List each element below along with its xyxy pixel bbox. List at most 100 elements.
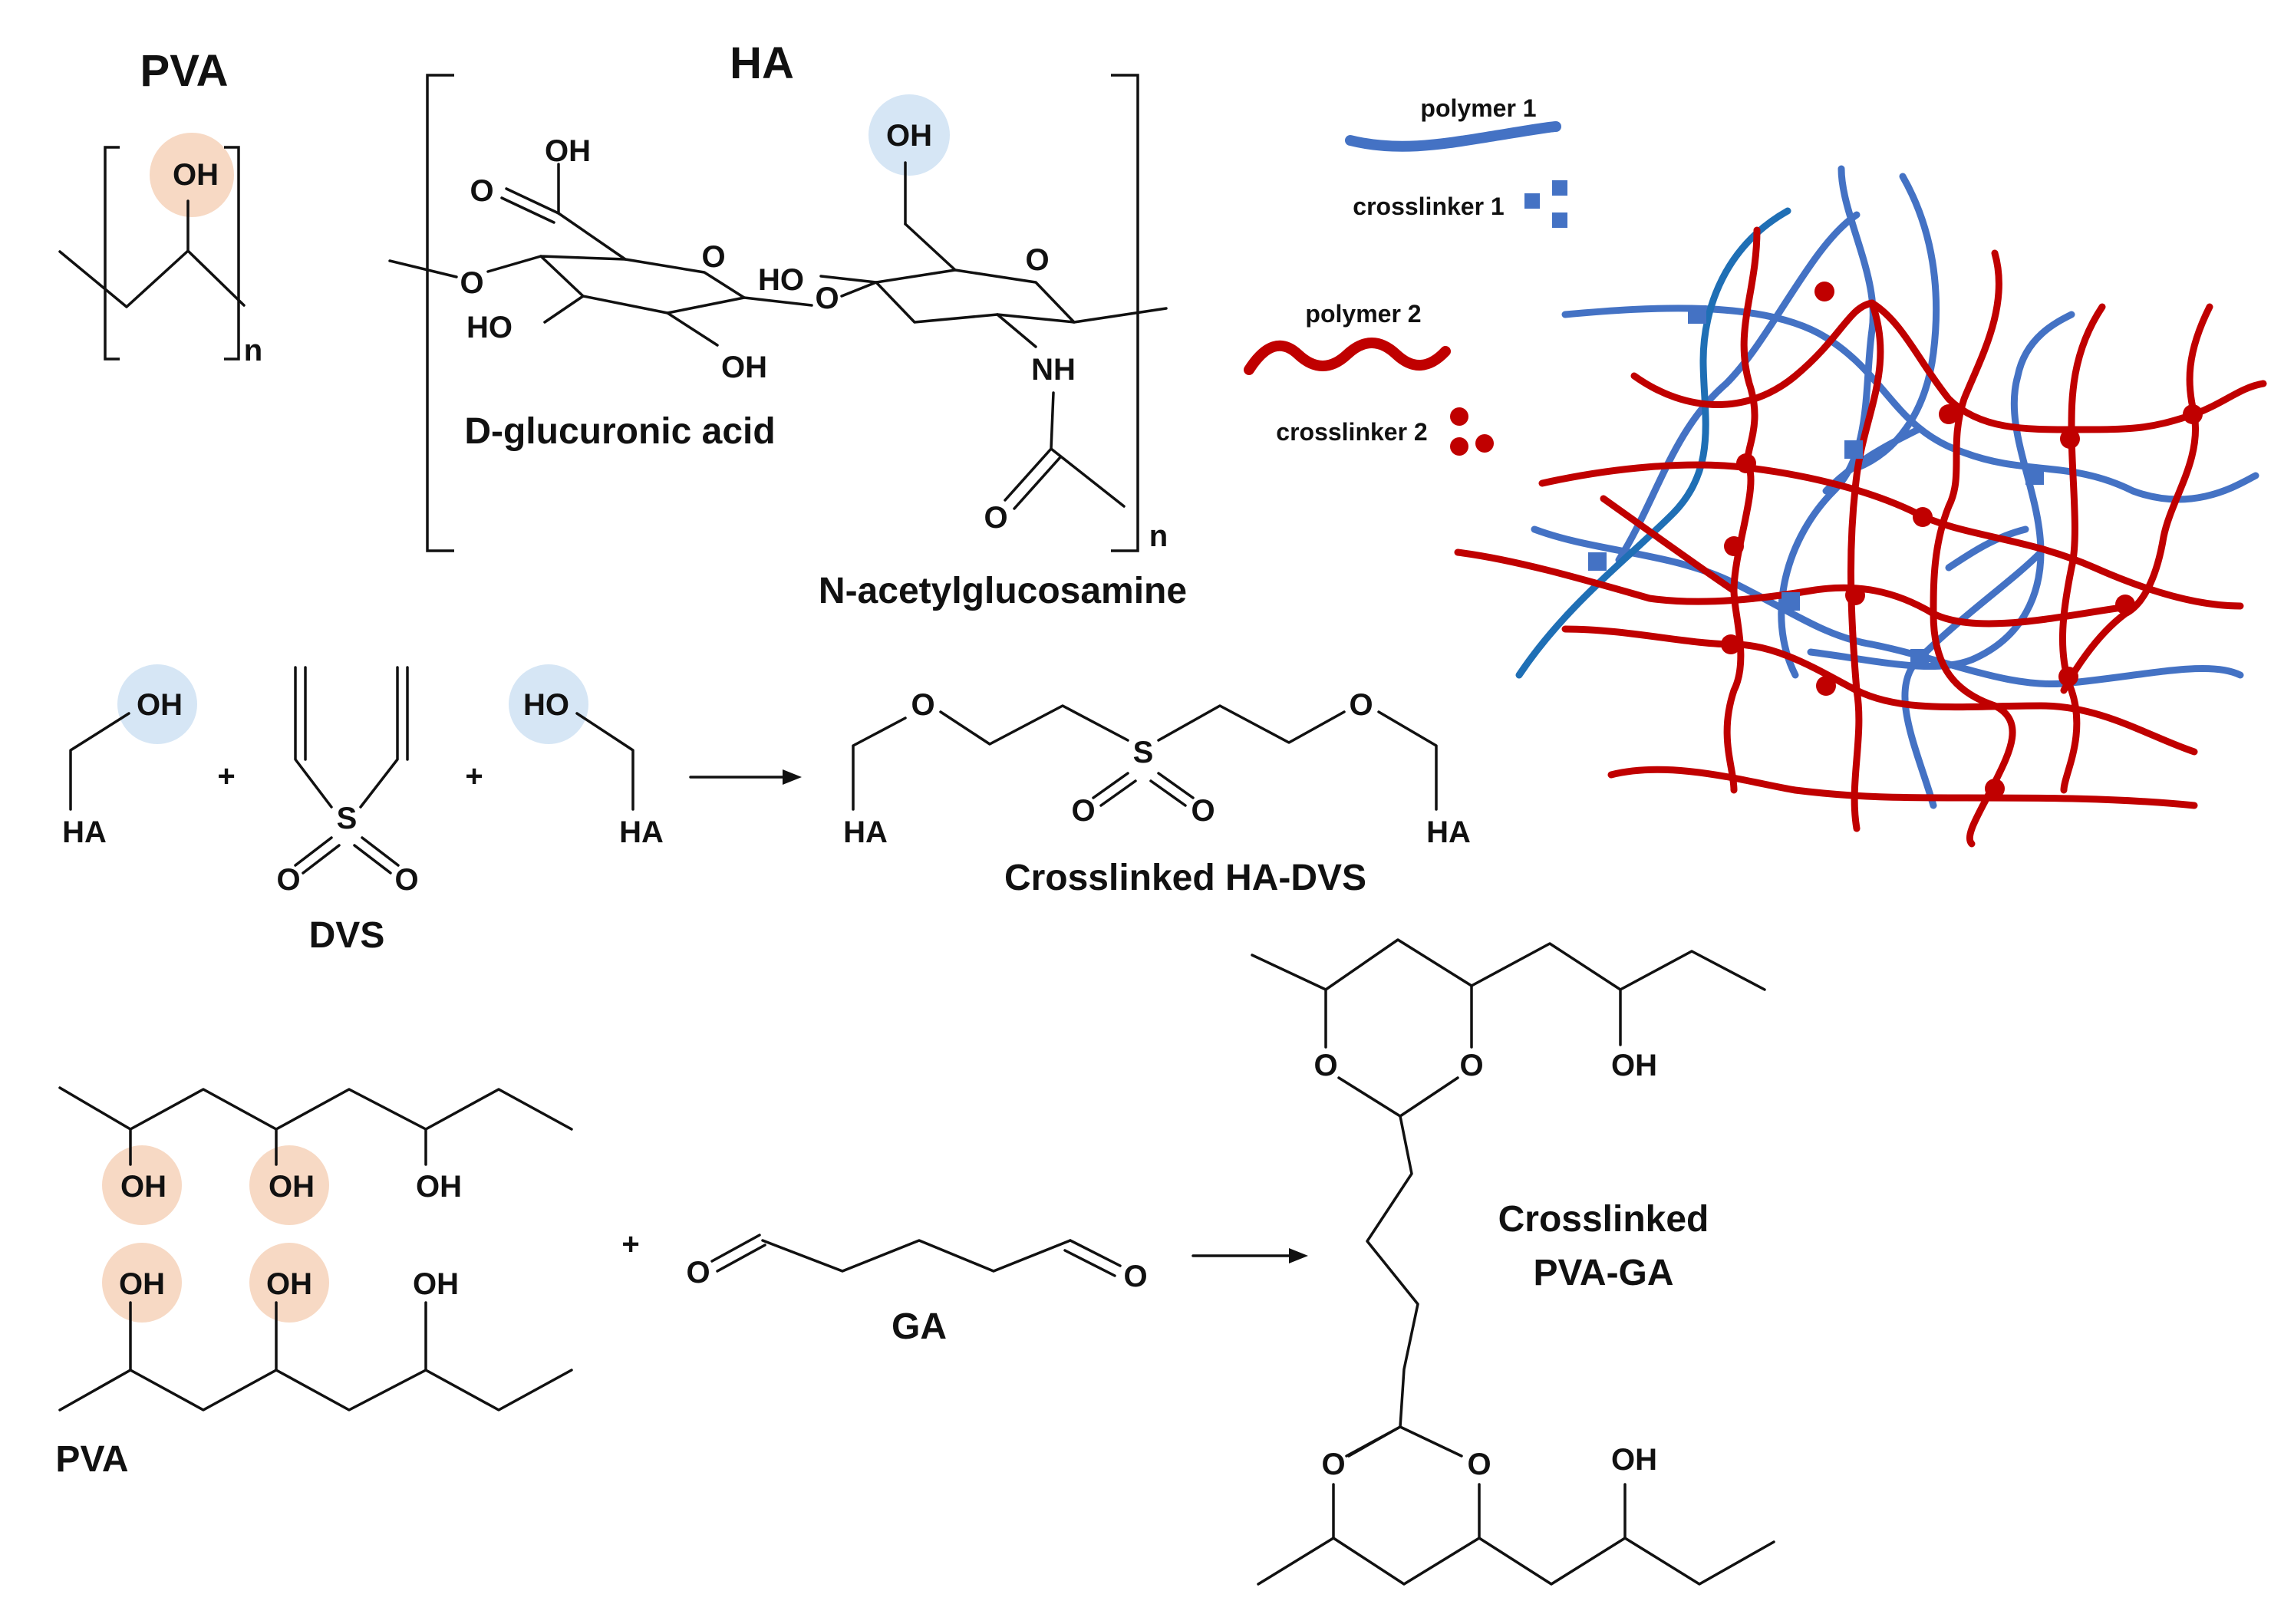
dvs-oxygen-right: O bbox=[394, 863, 418, 897]
acetyl-o: O bbox=[984, 501, 1007, 535]
acetyl-n-c-bond bbox=[1050, 391, 1055, 450]
reaction-1-plus-1: + bbox=[217, 759, 235, 793]
pva-chain-1-oh: OH bbox=[120, 1170, 166, 1204]
network-blue-strand bbox=[1778, 165, 1877, 679]
network-crosslinker-1 bbox=[1688, 305, 1706, 324]
glucuronic-acid-oh: OH bbox=[545, 134, 591, 168]
ha-reactant-2-oh-highlight bbox=[509, 664, 588, 744]
network-crosslinker-2 bbox=[1814, 282, 1834, 301]
pva-chain-2-oh: OH bbox=[413, 1267, 459, 1301]
pva-ga-product-top-chain bbox=[1251, 938, 1766, 991]
pva-chain-2-backbone bbox=[58, 1369, 573, 1412]
glucuronic-c3-oh-bond bbox=[543, 295, 585, 324]
reaction-2-arrow bbox=[1191, 1248, 1308, 1263]
crosslinker-1-square-b bbox=[1552, 180, 1567, 196]
network-blue-strand bbox=[1615, 211, 1861, 564]
pva-ga-product-bottom-acetal-right bbox=[1399, 1425, 1463, 1458]
pva-ga-product-bottom-o-right: O bbox=[1467, 1448, 1491, 1481]
network-red-strand bbox=[1723, 226, 1761, 794]
ha-left-bracket bbox=[426, 74, 454, 552]
ha-dvs-product-so-right bbox=[1157, 772, 1195, 799]
ga-right-o: O bbox=[1123, 1260, 1147, 1293]
network-red-strand bbox=[2060, 303, 2213, 694]
glucuronic-ring-o: O bbox=[701, 240, 725, 274]
glucuronic-c3-ho: HO bbox=[466, 311, 513, 344]
ha-dvs-product-right-chain bbox=[1157, 704, 1346, 744]
acetyl-co-bond bbox=[1004, 447, 1053, 502]
network-red-strand bbox=[2059, 303, 2106, 794]
acetyl-c-ch3-bond bbox=[1050, 447, 1126, 508]
network-crosslinker-2 bbox=[1816, 676, 1836, 696]
ha-reactant-1-oh-highlight bbox=[117, 664, 197, 744]
ha-dvs-product-oxygen-right: O bbox=[1191, 794, 1215, 828]
ha-dvs-product-left-chain bbox=[939, 704, 1129, 746]
glucuronic-c2-oh-bond bbox=[666, 311, 719, 347]
pva-chain-1-oh-highlight bbox=[102, 1145, 182, 1225]
network-blue-strand bbox=[1945, 525, 2029, 572]
ga-left-co-bond bbox=[710, 1234, 761, 1263]
network-crosslinker-2 bbox=[1985, 779, 2005, 799]
pva-ga-reaction: OH OH OH OH OH OH PVA + O O GA O O OH bbox=[55, 938, 1775, 1586]
ha-reactant-1-bonds bbox=[69, 712, 130, 811]
ga-left-o: O bbox=[686, 1256, 710, 1290]
network-crosslinker-2 bbox=[1724, 536, 1744, 556]
network-red-strand bbox=[1454, 548, 2137, 628]
reaction-1-plus-2: + bbox=[465, 759, 483, 793]
ha-repeat-unit-structure: HA n O O OH O HO OH O O HO OH bbox=[388, 38, 1187, 611]
ha-left-ether-o: O bbox=[460, 266, 483, 300]
network-blue-strand bbox=[1561, 305, 2259, 503]
pva-ga-product-top-o-left: O bbox=[1313, 1049, 1337, 1082]
dvs-oxygen-left: O bbox=[276, 863, 300, 897]
glucuronic-acid-label: D-glucuronic acid bbox=[464, 411, 775, 452]
crosslinker-2-legend-label: crosslinker 2 bbox=[1276, 418, 1427, 446]
crosslinker-1-square-a bbox=[1524, 193, 1540, 209]
network-crosslinker-2 bbox=[1913, 507, 1933, 527]
ha-dvs-product-ha-left: HA bbox=[843, 815, 888, 849]
pva-chain-2-oh-highlight bbox=[102, 1243, 182, 1323]
network-crosslinker-2 bbox=[2060, 429, 2080, 449]
network-crosslinker-1 bbox=[2025, 466, 2044, 485]
reaction-1-arrow bbox=[689, 769, 802, 785]
pva-ga-product-top-o-right: O bbox=[1459, 1049, 1483, 1082]
pva-backbone bbox=[58, 249, 246, 308]
ga-label: GA bbox=[892, 1306, 947, 1347]
pva-ga-product-ga-linker bbox=[1366, 1115, 1419, 1428]
pva-ga-product-top-oh: OH bbox=[1611, 1049, 1657, 1082]
network-legend: polymer 1 crosslinker 1 polymer 2 crossl… bbox=[1244, 94, 1567, 456]
ha-dvs-product-so-right-2 bbox=[1149, 779, 1187, 807]
ha-o-c4-bond bbox=[486, 255, 542, 273]
dvs-so-left-2 bbox=[302, 844, 341, 875]
pva-ga-product-bottom-chain bbox=[1257, 1537, 1775, 1586]
ha-oh-highlight bbox=[868, 94, 950, 176]
ha-reactant-1-oh: OH bbox=[137, 688, 183, 722]
glucosamine-label: N-acetylglucosamine bbox=[819, 571, 1187, 611]
dvs-right-vinyl bbox=[359, 666, 399, 809]
polymer-1-legend-label: polymer 1 bbox=[1420, 94, 1536, 122]
crosslinker-1-square-c bbox=[1552, 212, 1567, 228]
ha-dvs-product-right-arm bbox=[1377, 710, 1438, 811]
network-crosslinker-1 bbox=[1844, 440, 1863, 459]
ga-right-co-bond bbox=[1069, 1239, 1122, 1267]
ha-reactant-2-ho: HO bbox=[523, 688, 569, 722]
network-red-strand bbox=[1630, 299, 1876, 408]
pva-chain-2-oh: OH bbox=[266, 1267, 312, 1301]
pva-oh-label: OH bbox=[173, 158, 219, 192]
network-red-strand bbox=[1600, 495, 1738, 595]
reaction-2-plus: + bbox=[621, 1227, 639, 1261]
ha-dvs-product-oxygen-left: O bbox=[1071, 794, 1095, 828]
pva-chain-2-oh-highlight bbox=[249, 1243, 329, 1323]
glycosidic-bond-left bbox=[743, 296, 813, 307]
ha-title: HA bbox=[730, 38, 794, 88]
ha-dvs-product-so-left bbox=[1092, 772, 1129, 799]
pva-chain-1-backbone bbox=[58, 1086, 573, 1131]
glucuronic-carbonyl-o: O bbox=[470, 174, 493, 208]
crosslinker-2-dot-a bbox=[1450, 407, 1468, 426]
ha-dvs-product-right-o: O bbox=[1349, 688, 1373, 722]
glucuronic-c5-c6-bond bbox=[557, 212, 627, 261]
network-crosslinker-2 bbox=[2115, 595, 2135, 614]
pva-chain-2-oh: OH bbox=[119, 1267, 165, 1301]
polymer-2-legend-line bbox=[1244, 338, 1451, 375]
glucosamine-nh: NH bbox=[1031, 353, 1076, 387]
network-blue-strand bbox=[1531, 525, 2244, 688]
network-crosslinker-1 bbox=[1588, 552, 1607, 571]
